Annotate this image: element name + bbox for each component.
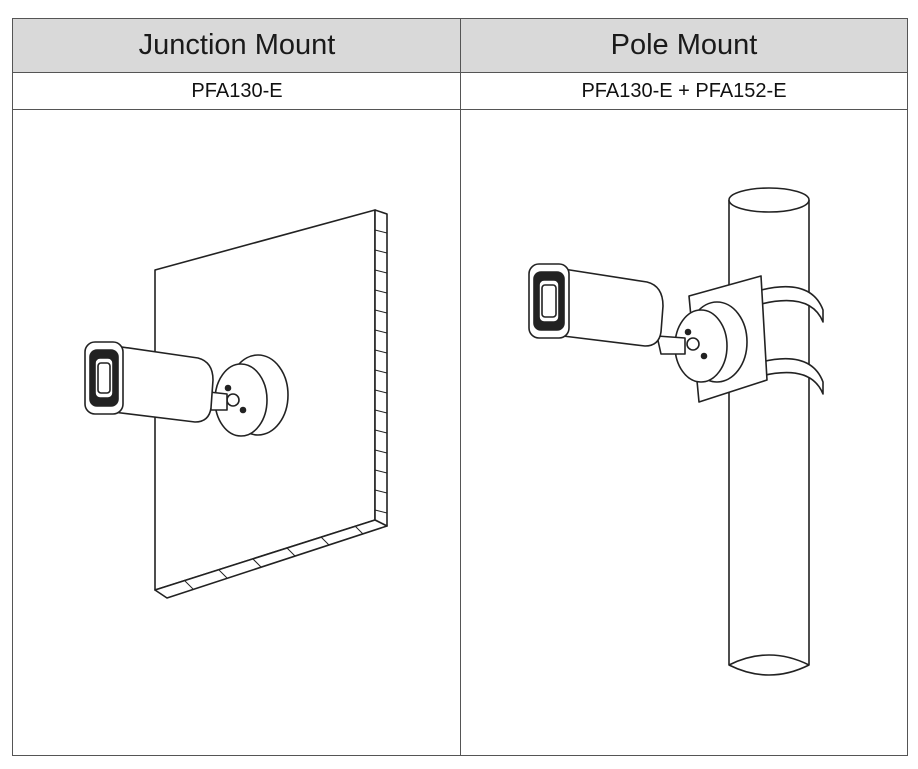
wall-camera-drawing — [84, 209, 388, 599]
header-junction-mount: Junction Mount — [13, 19, 461, 73]
mount-table: Junction Mount Pole Mount PFA130-E PFA13… — [12, 18, 908, 756]
column-divider — [460, 19, 461, 755]
accessory-pole-mount: PFA130-E + PFA152-E — [461, 73, 907, 110]
header-pole-mount: Pole Mount — [461, 19, 907, 73]
accessory-junction-mount: PFA130-E — [13, 73, 461, 110]
pole-mount-illustration — [461, 110, 907, 755]
pole-camera-drawing — [528, 187, 824, 676]
junction-mount-illustration — [13, 110, 461, 755]
